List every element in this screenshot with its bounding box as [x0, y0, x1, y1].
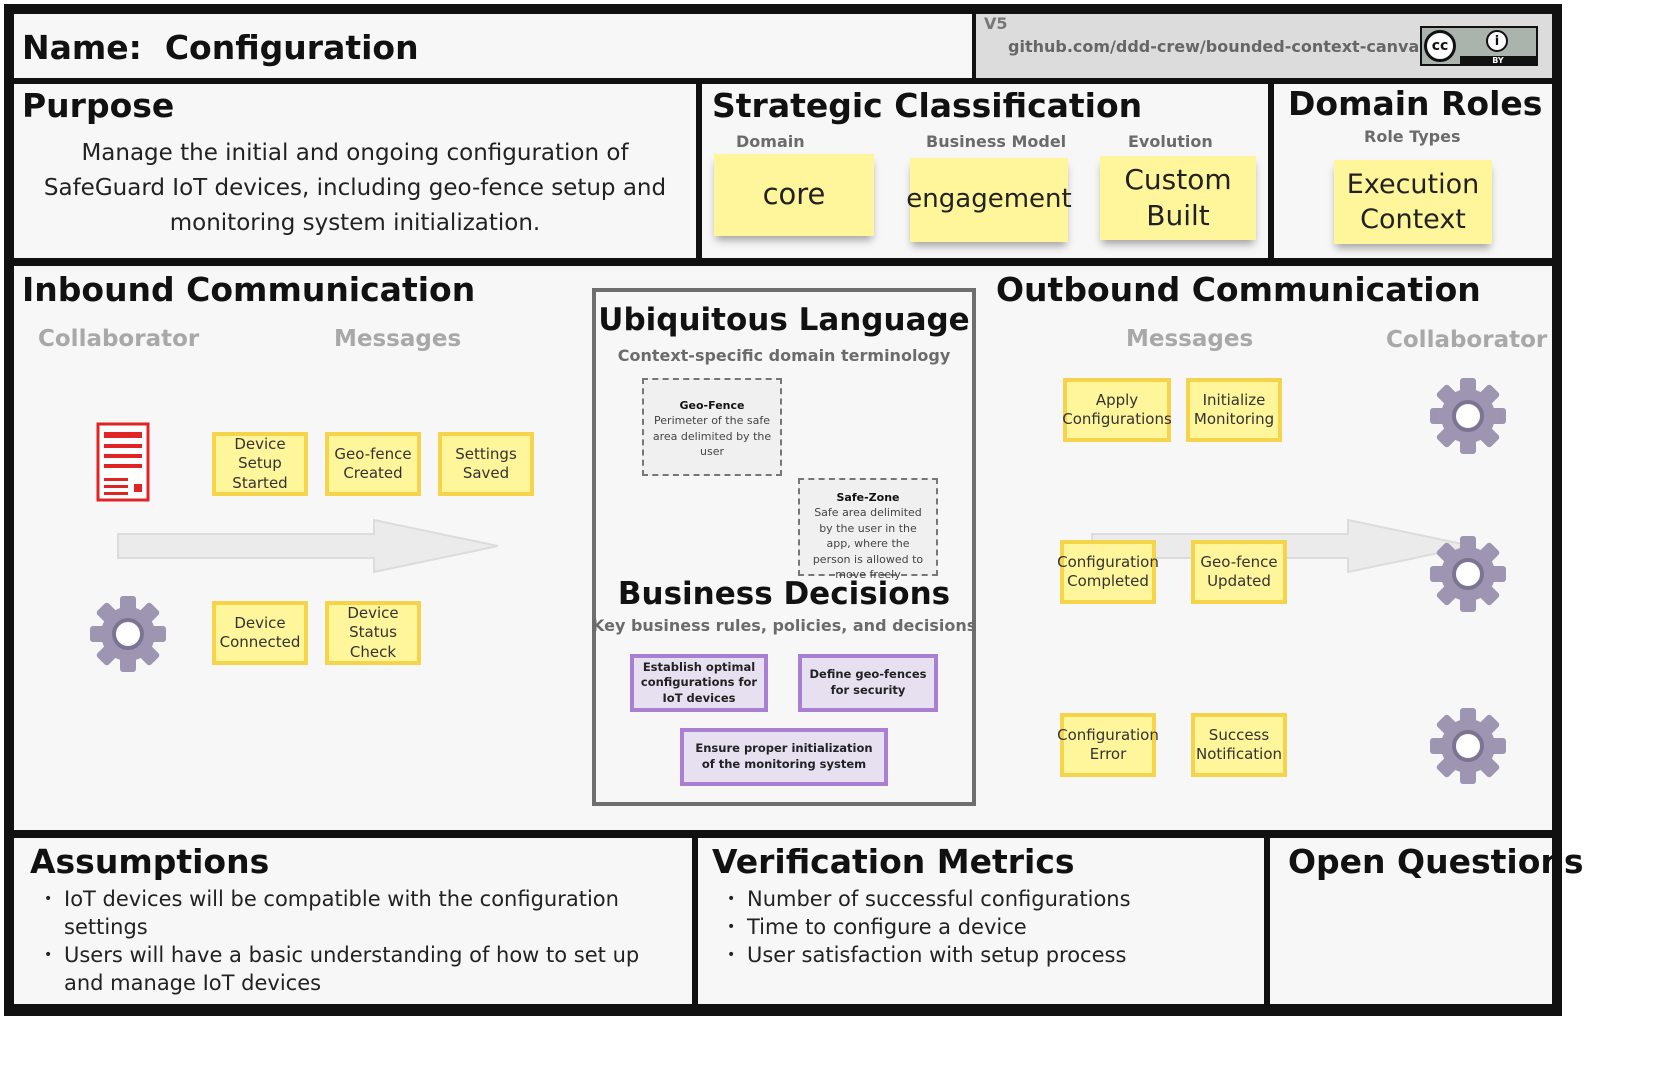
evolution-sticky: Custom Built	[1100, 156, 1256, 240]
frontend-icon	[96, 422, 150, 502]
strategic-title: Strategic Classification	[712, 86, 1143, 125]
questions-title: Open Questions	[1288, 842, 1584, 881]
divider-purpose	[696, 84, 702, 262]
term-geo-fence: Geo-Fence Perimeter of the safe area del…	[642, 378, 782, 476]
inbound-message-4: Device Connected	[212, 601, 308, 665]
outbound-message-2: Initialize Monitoring	[1186, 378, 1282, 442]
outbound-message-5: Configuration Error	[1057, 713, 1159, 777]
divider-metrics	[1264, 838, 1270, 1008]
domain-value: core	[762, 177, 826, 212]
evolution-value: Custom Built	[1124, 162, 1232, 232]
inbound-message-3: Settings Saved	[438, 432, 534, 496]
role-types-label: Role Types	[1364, 127, 1461, 146]
metric-item: Number of successful configurations	[725, 885, 1245, 913]
metric-item: User satisfaction with setup process	[725, 941, 1245, 969]
decisions-subtitle: Key business rules, policies, and decisi…	[592, 616, 977, 635]
divider-top-row	[4, 258, 1560, 266]
decisions-title: Business Decisions	[617, 576, 951, 612]
questions-panel	[1270, 838, 1552, 1004]
outbound-message-1: Apply Configurations	[1062, 378, 1172, 442]
outbound-collaborator-label: Collaborator	[1386, 327, 1548, 353]
business-model-label: Business Model	[926, 132, 1067, 151]
business-model-value: engagement	[906, 184, 1072, 215]
domain-label: Domain	[736, 132, 805, 151]
roles-title: Domain Roles	[1288, 84, 1543, 123]
metric-item: Time to configure a device	[725, 913, 1245, 941]
divider-assumptions	[692, 838, 698, 1008]
cc-icon: cc	[1424, 30, 1456, 62]
term-geo-fence-definition: Perimeter of the safe area delimited by …	[652, 414, 772, 459]
cc-icon-text: cc	[1431, 38, 1449, 54]
assumptions-list: IoT devices will be compatible with the …	[42, 885, 642, 997]
outbound-message-6: Success Notification	[1191, 713, 1287, 777]
inbound-collaborator-gear-icon	[90, 596, 166, 672]
inbound-message-2: Geo-fence Created	[325, 432, 421, 496]
inbound-message-1: Device Setup Started	[212, 432, 308, 496]
outbound-title: Outbound Communication	[996, 270, 1481, 309]
business-model-sticky: engagement	[906, 158, 1072, 242]
decision-1: Establish optimal configurations for IoT…	[630, 654, 768, 712]
inbound-collaborator-label: Collaborator	[38, 326, 200, 352]
by-label: BY	[1492, 56, 1504, 65]
metrics-list: Number of successful configurations Time…	[725, 885, 1245, 969]
inbound-arrow	[117, 518, 499, 574]
assumptions-title: Assumptions	[30, 842, 270, 881]
purpose-panel	[14, 84, 696, 258]
outbound-message-3: Configuration Completed	[1057, 540, 1159, 604]
divider-source	[972, 12, 976, 80]
outbound-message-4: Geo-fence Updated	[1191, 540, 1287, 604]
role-value: Execution Context	[1346, 168, 1480, 235]
term-safe-zone-name: Safe-Zone	[836, 491, 900, 504]
metrics-title: Verification Metrics	[712, 842, 1075, 881]
assumption-item: Users will have a basic understanding of…	[42, 941, 642, 997]
frame-bottom	[4, 1004, 1560, 1016]
decision-2: Define geo-fences for security	[798, 654, 938, 712]
divider-bottom-row	[4, 830, 1560, 838]
term-safe-zone: Safe-Zone Safe area delimited by the use…	[798, 478, 938, 581]
attribution-icon: i	[1486, 30, 1508, 52]
name-label-text: Name:	[22, 28, 142, 67]
source-link[interactable]: github.com/ddd-crew/bounded-context-canv…	[1008, 37, 1429, 56]
inbound-messages-label: Messages	[334, 326, 462, 352]
outbound-messages-label: Messages	[1126, 326, 1254, 352]
cc-license-badge: cc i BY	[1420, 26, 1538, 66]
frame-left	[4, 4, 14, 1016]
context-name: Configuration	[164, 28, 419, 67]
name-label: Name: Configuration	[22, 28, 419, 67]
term-safe-zone-definition: Safe area delimited by the user in the a…	[812, 506, 924, 581]
decision-3: Ensure proper initialization of the moni…	[680, 728, 888, 786]
evolution-label: Evolution	[1128, 132, 1213, 151]
outbound-collaborator-gear-icon-3	[1430, 708, 1506, 784]
inbound-message-5: Device Status Check	[325, 601, 421, 665]
outbound-collaborator-gear-icon-2	[1430, 536, 1506, 612]
domain-sticky: core	[714, 154, 874, 236]
divider-name	[4, 78, 1560, 84]
version-label: V5	[984, 14, 1008, 33]
frame-top	[4, 4, 1560, 14]
divider-strategic	[1268, 84, 1274, 262]
purpose-text: Manage the initial and ongoing configura…	[43, 140, 667, 236]
role-sticky: Execution Context	[1334, 160, 1492, 244]
ubiquitous-subtitle: Context-specific domain terminology	[617, 346, 951, 365]
assumption-item: IoT devices will be compatible with the …	[42, 885, 642, 941]
by-label-strip: BY	[1460, 56, 1536, 66]
inbound-title: Inbound Communication	[22, 270, 476, 309]
outbound-collaborator-gear-icon-1	[1430, 378, 1506, 454]
ubiquitous-title: Ubiquitous Language	[598, 302, 970, 338]
frame-right	[1552, 4, 1562, 1016]
purpose-title: Purpose	[22, 86, 175, 125]
term-geo-fence-name: Geo-Fence	[679, 399, 745, 412]
name-panel	[14, 14, 974, 78]
